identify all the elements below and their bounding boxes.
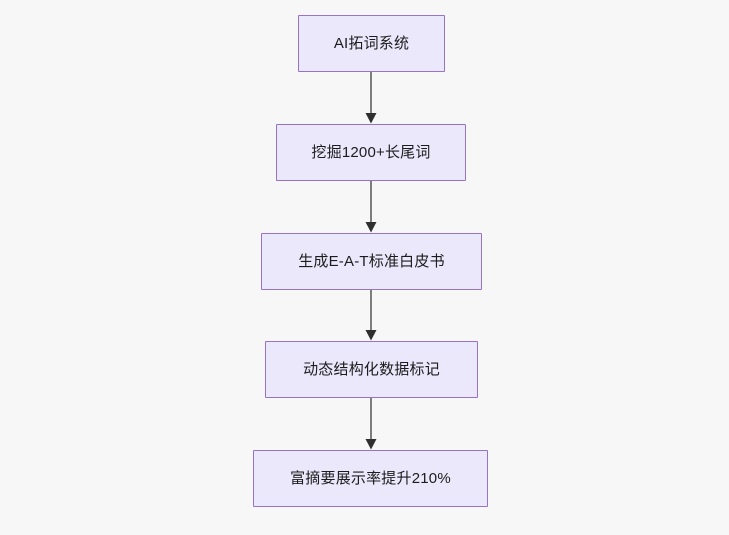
- edge-node1-to-node2: [365, 72, 377, 124]
- flowchart-node-label: 生成E-A-T标准白皮书: [298, 252, 445, 270]
- arrowhead-icon: [365, 113, 377, 124]
- flowchart-node-rich-snippet-rate-increase[interactable]: 富摘要展示率提升210%: [253, 450, 488, 507]
- arrowhead-icon: [365, 222, 377, 233]
- flowchart-node-dynamic-structured-data-markup[interactable]: 动态结构化数据标记: [265, 341, 478, 398]
- flowchart-node-mine-longtail-keywords[interactable]: 挖掘1200+长尾词: [276, 124, 466, 181]
- flowchart-node-label: 动态结构化数据标记: [303, 360, 440, 378]
- arrowhead-icon: [365, 439, 377, 450]
- edge-node2-to-node3: [365, 181, 377, 233]
- flowchart-node-label: 富摘要展示率提升210%: [290, 469, 451, 487]
- flowchart-node-label: AI拓词系统: [333, 34, 410, 52]
- edge-node4-to-node5: [365, 398, 377, 450]
- edge-node3-to-node4: [365, 290, 377, 341]
- flowchart-node-ai-keyword-system[interactable]: AI拓词系统: [298, 15, 445, 72]
- flowchart-node-generate-eat-whitepaper[interactable]: 生成E-A-T标准白皮书: [261, 233, 482, 290]
- arrowhead-icon: [365, 330, 377, 341]
- flowchart-node-label: 挖掘1200+长尾词: [311, 143, 431, 161]
